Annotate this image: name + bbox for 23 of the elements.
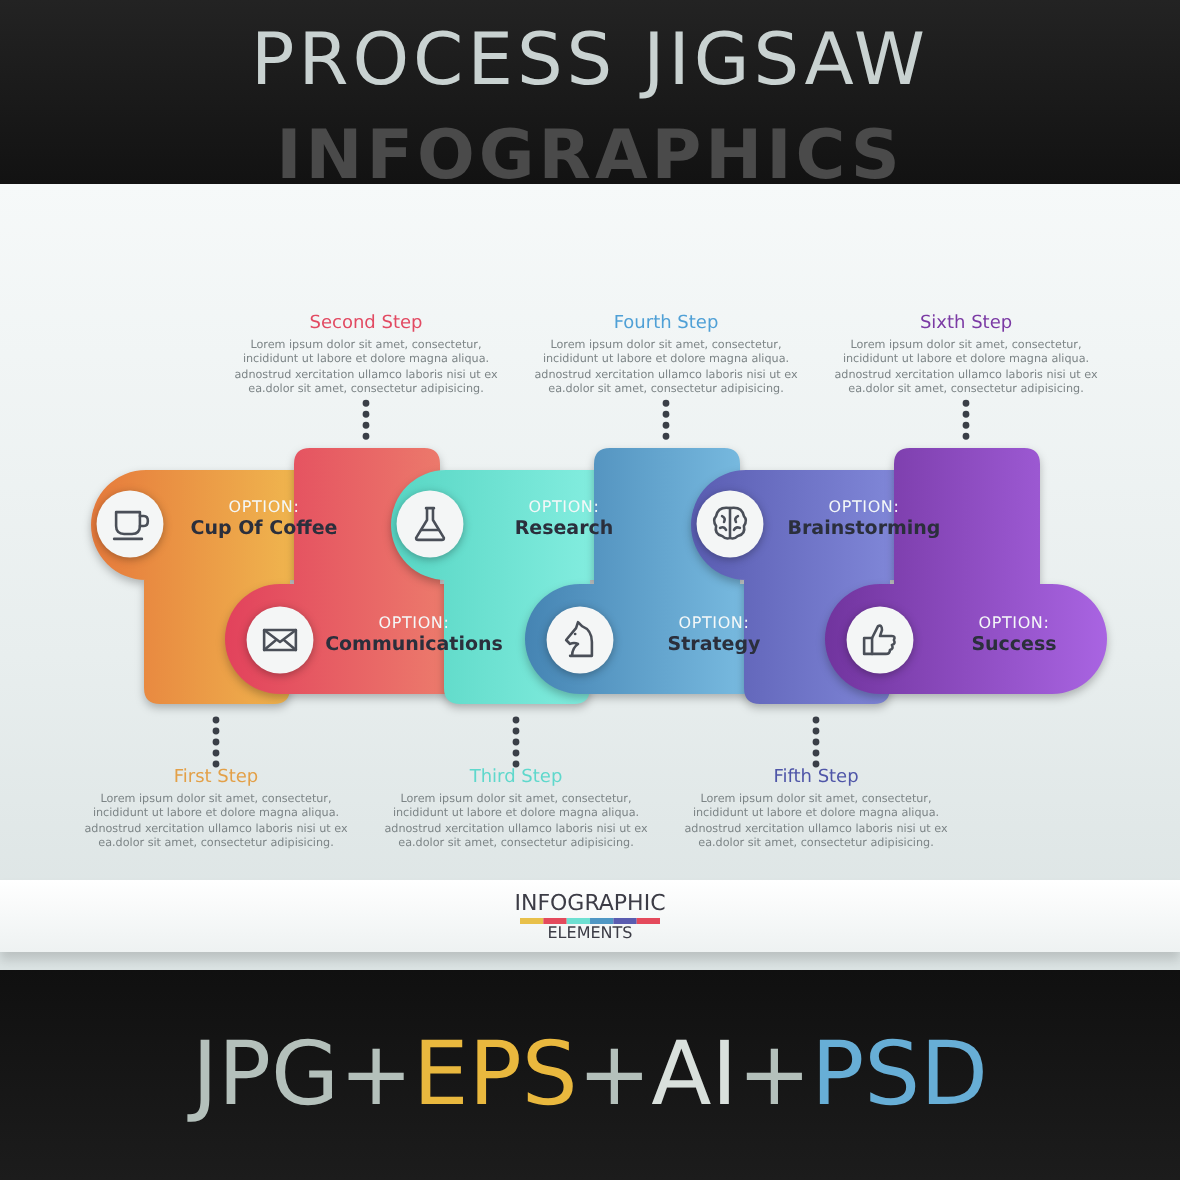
step-title: Sixth Step [917,314,1015,334]
title: PROCESS JIGSAW [249,20,931,102]
option-label: OPTION: [676,614,752,632]
leader-line [362,399,370,446]
format-list: JPG+EPS+AI+PSD [0,1024,1180,1126]
step-title: Fifth Step [771,768,861,788]
option-label: OPTION: [976,614,1052,632]
step-title: Second Step [307,314,425,334]
option-name: Strategy [665,634,763,656]
step-title: First Step [171,768,261,788]
option-name: Cup Of Coffee [188,518,340,540]
subtitle-text: INFOGRAPHICS [274,116,906,196]
step-title: Third Step [467,768,565,788]
step-title: Fourth Step [611,314,721,334]
leader-line [962,399,970,446]
badge-text: ELEMENTS [545,924,635,942]
option-label: OPTION: [826,498,902,516]
option-name: Research [512,518,616,540]
badge-text: INFOGRAPHIC [512,890,668,916]
option-name: Success [969,634,1059,656]
leader-line [662,399,670,446]
option-name: Brainstorming [785,518,943,540]
option-label: OPTION: [226,498,302,516]
